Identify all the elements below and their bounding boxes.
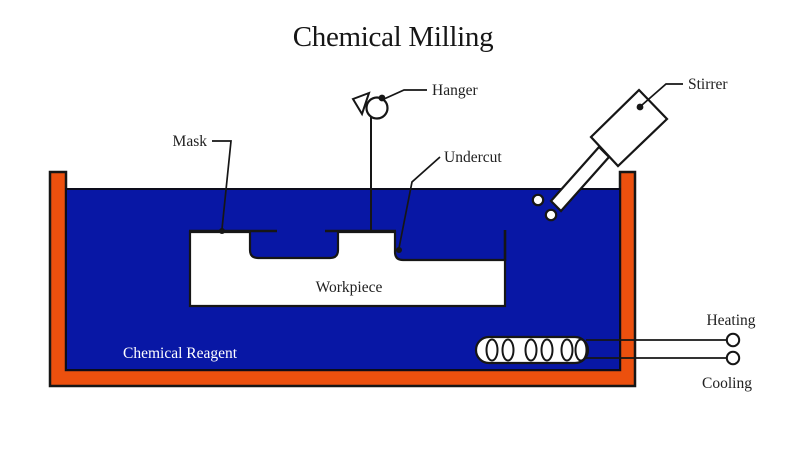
workpiece-shape — [188, 230, 507, 308]
workpiece-label: Workpiece — [316, 279, 383, 296]
undercut-pointer-dot — [396, 247, 402, 253]
hanger-label: Hanger — [432, 82, 478, 99]
diagram-title: Chemical Milling — [293, 21, 494, 53]
cooling-terminal — [725, 350, 741, 366]
workpiece-group: Workpiece — [188, 229, 507, 308]
heating-label: Heating — [706, 312, 755, 329]
stirrer-motor-body — [589, 88, 669, 168]
hanger-ring — [365, 96, 389, 120]
undercut-leader-line — [398, 156, 441, 249]
hanger-pointer-dot — [378, 94, 386, 102]
stirrer-propeller-blade — [531, 193, 545, 207]
cooling-label: Cooling — [702, 375, 752, 392]
mask-leader-line — [212, 140, 232, 230]
heater-coil-turn — [501, 338, 515, 362]
heater-coil-turn — [560, 338, 574, 362]
heater-coil-turn — [540, 338, 554, 362]
heater-coil-turn — [574, 338, 588, 362]
stirrer-leader-line — [641, 83, 683, 106]
undercut-label: Undercut — [444, 149, 502, 166]
stirrer-pointer-dot — [636, 103, 644, 111]
heating-terminal — [725, 332, 741, 348]
mask-callout-group: Mask — [173, 133, 232, 234]
stirrer-propeller-blade — [544, 208, 558, 222]
hanger-leader-line — [383, 89, 427, 100]
undercut-callout-group: Undercut — [396, 149, 502, 253]
heater-coil-turn — [524, 338, 538, 362]
hanger-group: Hanger — [351, 82, 478, 231]
hanger-hook — [351, 91, 371, 117]
stirrer-label: Stirrer — [688, 76, 728, 93]
heater-coil-turn — [485, 338, 499, 362]
stirrer-group: Stirrer — [531, 76, 728, 222]
mask-label: Mask — [173, 133, 208, 150]
reagent-label: Chemical Reagent — [123, 345, 238, 362]
mask-pointer-dot — [219, 228, 225, 234]
heater-group: Heating Cooling — [474, 312, 756, 392]
